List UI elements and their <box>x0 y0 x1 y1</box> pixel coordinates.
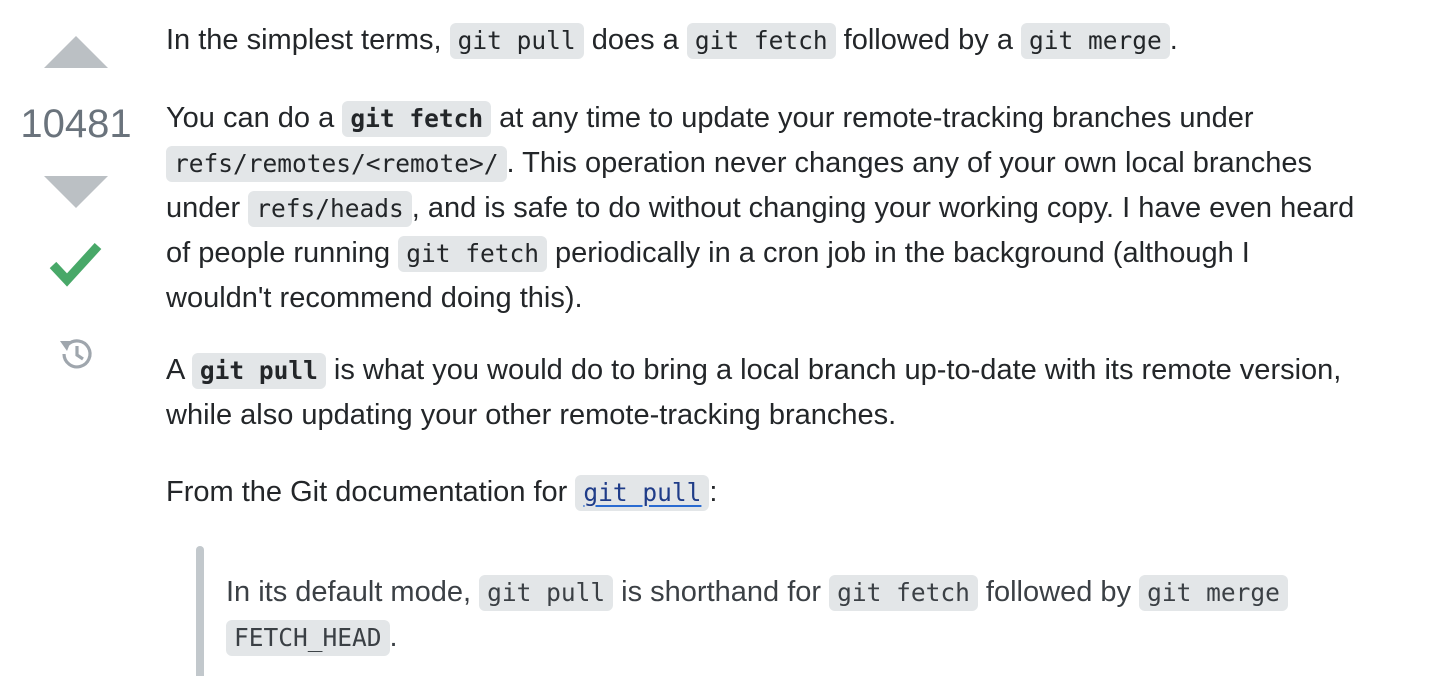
inline-code: refs/remotes/<remote>/ <box>166 146 507 182</box>
quote-bar <box>196 546 204 676</box>
text: In the simplest terms, <box>166 24 450 56</box>
documentation-quote: In its default mode, git pull is shortha… <box>196 546 1426 676</box>
text: : <box>709 476 718 508</box>
inline-code-bold: git pull <box>191 353 326 389</box>
inline-code: refs/heads <box>248 191 412 227</box>
vote-count: 10481 <box>20 102 132 146</box>
inline-code: git pull <box>479 575 614 611</box>
vote-cell: 10481 <box>0 0 152 676</box>
text: is what you would do to bring a local br… <box>325 354 1342 386</box>
text: In its default mode, <box>226 576 480 608</box>
inline-code: FETCH_HEAD <box>226 620 390 656</box>
inline-code-bold: git fetch <box>342 101 492 137</box>
answer-paragraph-4: From the Git documentation for git pull: <box>166 470 717 515</box>
upvote-button[interactable] <box>42 34 110 70</box>
answer-paragraph-3: A git pull is what you would do to bring… <box>166 348 1341 437</box>
text: . <box>389 621 398 653</box>
text: under <box>166 192 249 224</box>
triangle-up-icon <box>44 36 108 68</box>
accepted-answer-indicator <box>48 238 104 294</box>
text: followed by <box>977 576 1140 608</box>
text: , and is safe to do without changing you… <box>411 192 1355 224</box>
inline-code-link: git pull <box>575 475 710 511</box>
revision-history-button[interactable] <box>52 330 100 378</box>
triangle-down-icon <box>44 176 108 208</box>
answer-paragraph-2: You can do a git fetch at any time to up… <box>166 96 1354 320</box>
text: at any time to update your remote-tracki… <box>491 102 1254 134</box>
text: does a <box>583 24 687 56</box>
text: followed by a <box>835 24 1022 56</box>
text: A <box>166 354 192 386</box>
text: From the Git documentation for <box>166 476 576 508</box>
quote-paragraph: In its default mode, git pull is shortha… <box>226 570 1288 660</box>
inline-code: git pull <box>449 23 584 59</box>
inline-code: git fetch <box>829 575 978 611</box>
checkmark-icon <box>49 242 102 287</box>
downvote-button[interactable] <box>42 174 110 210</box>
text: of people running <box>166 237 399 269</box>
inline-code: git fetch <box>398 236 547 272</box>
text: . <box>1169 24 1178 56</box>
git-pull-docs-link[interactable]: git pull <box>575 475 710 511</box>
history-icon <box>60 339 92 369</box>
text: while also updating your other remote-tr… <box>166 399 897 431</box>
inline-code: git merge <box>1139 575 1288 611</box>
inline-code: git merge <box>1021 23 1170 59</box>
answer-paragraph-1: In the simplest terms, git pull does a g… <box>166 18 1178 63</box>
text: wouldn't recommend doing this). <box>166 282 583 314</box>
text: periodically in a cron job in the backgr… <box>546 237 1250 269</box>
inline-code: git fetch <box>686 23 836 59</box>
text: . This operation never changes any of yo… <box>506 147 1313 179</box>
text: You can do a <box>166 102 343 134</box>
text: is shorthand for <box>613 576 830 608</box>
